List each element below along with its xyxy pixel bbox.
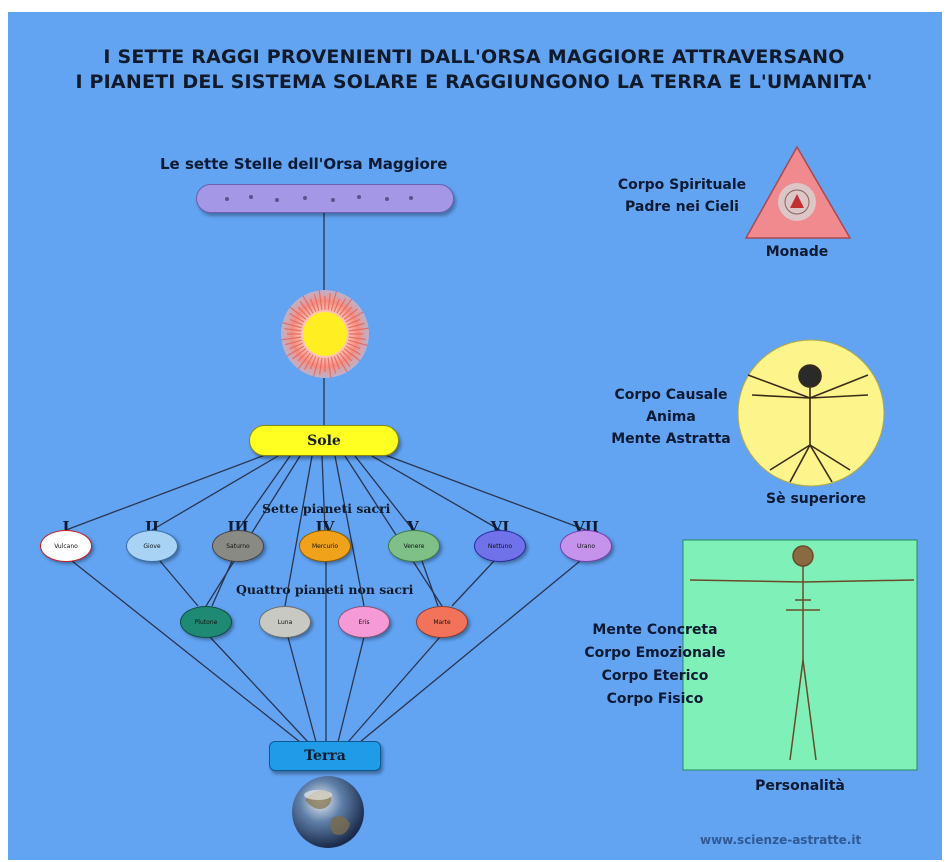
title-line-2: I PIANETI DEL SISTEMA SOLARE E RAGGIUNGO… <box>75 71 873 93</box>
line-plutone-terra <box>209 636 309 743</box>
personalita-line-4: Corpo Fisico <box>606 691 704 707</box>
se-superiore-line-1: Corpo Causale <box>614 387 728 403</box>
personalita-name: Personalità <box>755 778 845 794</box>
orsa-stars-bar <box>196 184 454 213</box>
line-sole-mercurio <box>321 455 326 531</box>
line-sole-saturno <box>237 455 291 531</box>
planet-numeral: V <box>407 518 419 536</box>
line-sole-plutone <box>205 455 301 607</box>
se-superiore-name: Sè superiore <box>766 491 866 507</box>
personalita-line-3: Corpo Eterico <box>601 668 709 684</box>
personalita-line-1: Mente Concreta <box>592 622 718 638</box>
line-nettuno-marte <box>451 560 495 607</box>
line-sole-marte <box>344 455 443 607</box>
line-eris-terra <box>337 636 365 743</box>
se-superiore-line-3: Mente Astratta <box>611 431 731 447</box>
planet-numeral: I <box>62 518 70 536</box>
planet-saturno: Saturno <box>212 530 264 562</box>
planet-eris: Eris <box>338 606 390 638</box>
title-line-1: I SETTE RAGGI PROVENIENTI DALL'ORSA MAGG… <box>103 46 845 68</box>
planet-venere: Venere <box>388 530 440 562</box>
orsa-stars-icon <box>225 195 413 202</box>
line-sole-vulcano <box>65 454 266 531</box>
footer-url: www.scienze-astratte.it <box>700 833 862 847</box>
planet-marte: Marte <box>416 606 468 638</box>
line-marte-terra <box>347 636 441 743</box>
orsa-label: Le sette Stelle dell'Orsa Maggiore <box>160 155 448 173</box>
personalita-line-2: Corpo Emozionale <box>584 645 726 661</box>
line-sole-luna <box>284 455 313 607</box>
line-sole-venere <box>354 455 414 531</box>
planet-urano: Urano <box>560 530 612 562</box>
line-urano-terra <box>359 560 581 743</box>
non-sacred-group-label: Quattro pianeti non sacri <box>236 582 414 597</box>
se-superiore-line-2: Anima <box>646 409 696 425</box>
sacred-group-label: Sette pianeti sacri <box>262 501 391 516</box>
terra-node: Terra <box>269 741 381 771</box>
planet-vulcano: Vulcano <box>40 530 92 562</box>
line-luna-terra <box>287 636 317 743</box>
planet-plutone: Plutone <box>180 606 232 638</box>
sole-node: Sole <box>249 425 399 456</box>
planet-nettuno: Nettuno <box>474 530 526 562</box>
planet-luna: Luna <box>259 606 311 638</box>
planet-mercurio: Mercurio <box>299 530 351 562</box>
line-sole-urano <box>384 454 587 531</box>
monade-line-2: Padre nei Cieli <box>625 199 739 215</box>
monade-name: Monade <box>765 244 829 260</box>
line-sole-nettuno <box>371 455 501 531</box>
line-giove-plutone <box>159 560 199 607</box>
line-vulcano-terra <box>71 560 301 743</box>
line-sole-eris <box>334 455 365 607</box>
planet-giove: Giove <box>126 530 178 562</box>
line-saturno-plutone <box>211 560 233 607</box>
line-venere-marte <box>421 560 439 607</box>
monade-line-1: Corpo Spirituale <box>617 177 747 193</box>
line-sole-giove <box>151 455 279 531</box>
